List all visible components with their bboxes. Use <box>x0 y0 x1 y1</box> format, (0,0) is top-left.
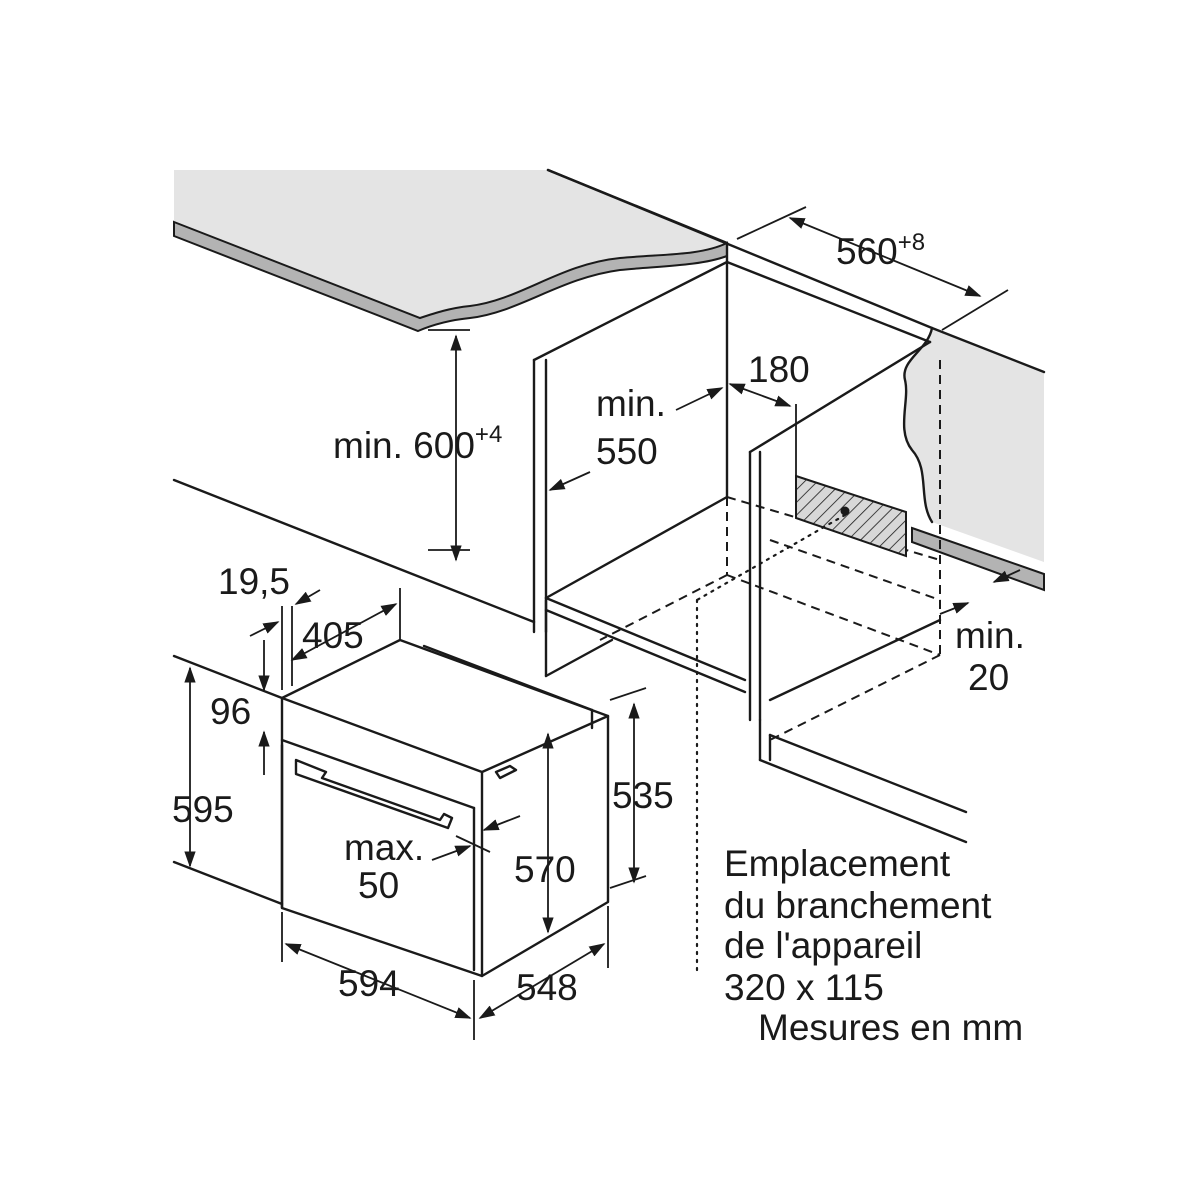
min-depth-label-1: min. <box>596 383 666 424</box>
min-depth-label-2: 550 <box>596 431 658 472</box>
connection-note: Emplacement du branchement de l'appareil… <box>724 843 1023 1048</box>
left-countertop <box>173 168 729 333</box>
note-line-1: Emplacement <box>724 843 951 884</box>
dimension-labels: 560+8 180 min. 600+4 min. 550 min. 20 19… <box>172 229 1025 1008</box>
outlet-offset-label: 180 <box>748 349 810 390</box>
niche-width-label: 560+8 <box>836 229 925 272</box>
right-countertop <box>902 326 1046 592</box>
body-depth-label: 548 <box>516 967 578 1008</box>
panel-offset-label: 19,5 <box>218 561 290 602</box>
top-strip-label: 96 <box>210 691 251 732</box>
oven <box>280 638 610 978</box>
note-line-3: de l'appareil <box>724 925 922 966</box>
body-width-top-label: 405 <box>302 615 364 656</box>
side-height-label: 535 <box>612 775 674 816</box>
niche-height-label: min. 600+4 <box>333 421 502 466</box>
note-size: 320 x 115 <box>724 967 884 1008</box>
handle-label-1: max. <box>344 827 424 868</box>
handle-label-2: 50 <box>358 865 399 906</box>
body-height-label: 570 <box>514 849 576 890</box>
connection-outlet <box>695 474 907 974</box>
back-gap-label-1: min. <box>955 615 1025 656</box>
front-height-label: 595 <box>172 789 234 830</box>
back-gap-label-2: 20 <box>968 657 1009 698</box>
dimension-lines <box>184 206 1021 1040</box>
front-width-label: 594 <box>338 963 400 1004</box>
units-note: Mesures en mm <box>758 1007 1023 1048</box>
note-line-2: du branchement <box>724 885 992 926</box>
